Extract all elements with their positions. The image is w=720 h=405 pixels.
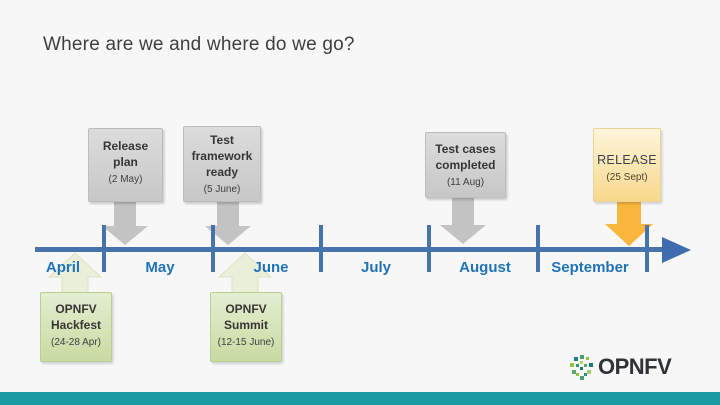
month-label-may: May <box>145 259 175 276</box>
month-label-june: June <box>253 259 289 276</box>
slide-title: Where are we and where do we go? <box>43 34 355 55</box>
event-label: Summit <box>223 318 268 332</box>
milestone-box-test-framework-ready: Test framework ready (5 June) <box>183 126 261 202</box>
milestone-label: Test cases <box>435 142 496 156</box>
month-label-april: April <box>45 259 81 276</box>
milestone-date: (2 May) <box>108 174 143 185</box>
opnfv-logo-icon <box>570 354 593 380</box>
month-label-september: September <box>551 259 629 276</box>
event-label: Hackfest <box>50 318 102 332</box>
milestone-date: (11 Aug) <box>446 177 485 188</box>
event-label: OPNFV <box>225 302 267 316</box>
milestone-down-arrow <box>205 202 251 245</box>
milestone-box-release-plan: Release plan (2 May) <box>88 128 163 202</box>
timeline-tick <box>427 225 431 272</box>
footer-accent-bar <box>0 392 720 405</box>
milestone-box-test-cases-completed: Test cases completed (11 Aug) <box>425 132 506 198</box>
milestone-date: (5 June) <box>203 184 241 195</box>
milestone-label: Test <box>210 133 234 147</box>
timeline-axis <box>35 247 668 252</box>
event-box-opnfv-hackfest: OPNFV Hackfest (24-28 Apr) <box>40 292 112 362</box>
release-down-arrow <box>605 202 653 246</box>
timeline-tick <box>211 225 215 272</box>
event-label: OPNFV <box>55 302 97 316</box>
opnfv-logo-wordmark: OPNFV <box>598 354 672 379</box>
milestone-label: completed <box>435 158 496 172</box>
milestone-label: ready <box>205 165 239 179</box>
milestone-down-arrow <box>440 198 486 244</box>
milestone-label: framework <box>191 149 253 163</box>
timeline-tick <box>102 225 106 272</box>
timeline-tick <box>536 225 540 272</box>
month-label-july: July <box>360 259 392 276</box>
milestone-down-arrow <box>102 202 148 245</box>
timeline-arrowhead <box>662 237 691 263</box>
event-box-opnfv-summit: OPNFV Summit (12-15 June) <box>210 292 282 362</box>
event-date: (24-28 Apr) <box>50 337 102 348</box>
timeline-tick <box>645 225 649 272</box>
month-label-august: August <box>459 259 511 276</box>
milestone-label: RELEASE <box>597 153 657 167</box>
milestone-label: Release <box>102 139 149 153</box>
milestone-date: (25 Sept) <box>606 172 648 183</box>
milestone-box-release: RELEASE (25 Sept) <box>593 128 661 202</box>
milestone-label: plan <box>113 155 138 169</box>
event-date: (12-15 June) <box>217 337 275 348</box>
timeline-tick <box>319 225 323 272</box>
opnfv-logo: OPNFV <box>570 354 672 380</box>
